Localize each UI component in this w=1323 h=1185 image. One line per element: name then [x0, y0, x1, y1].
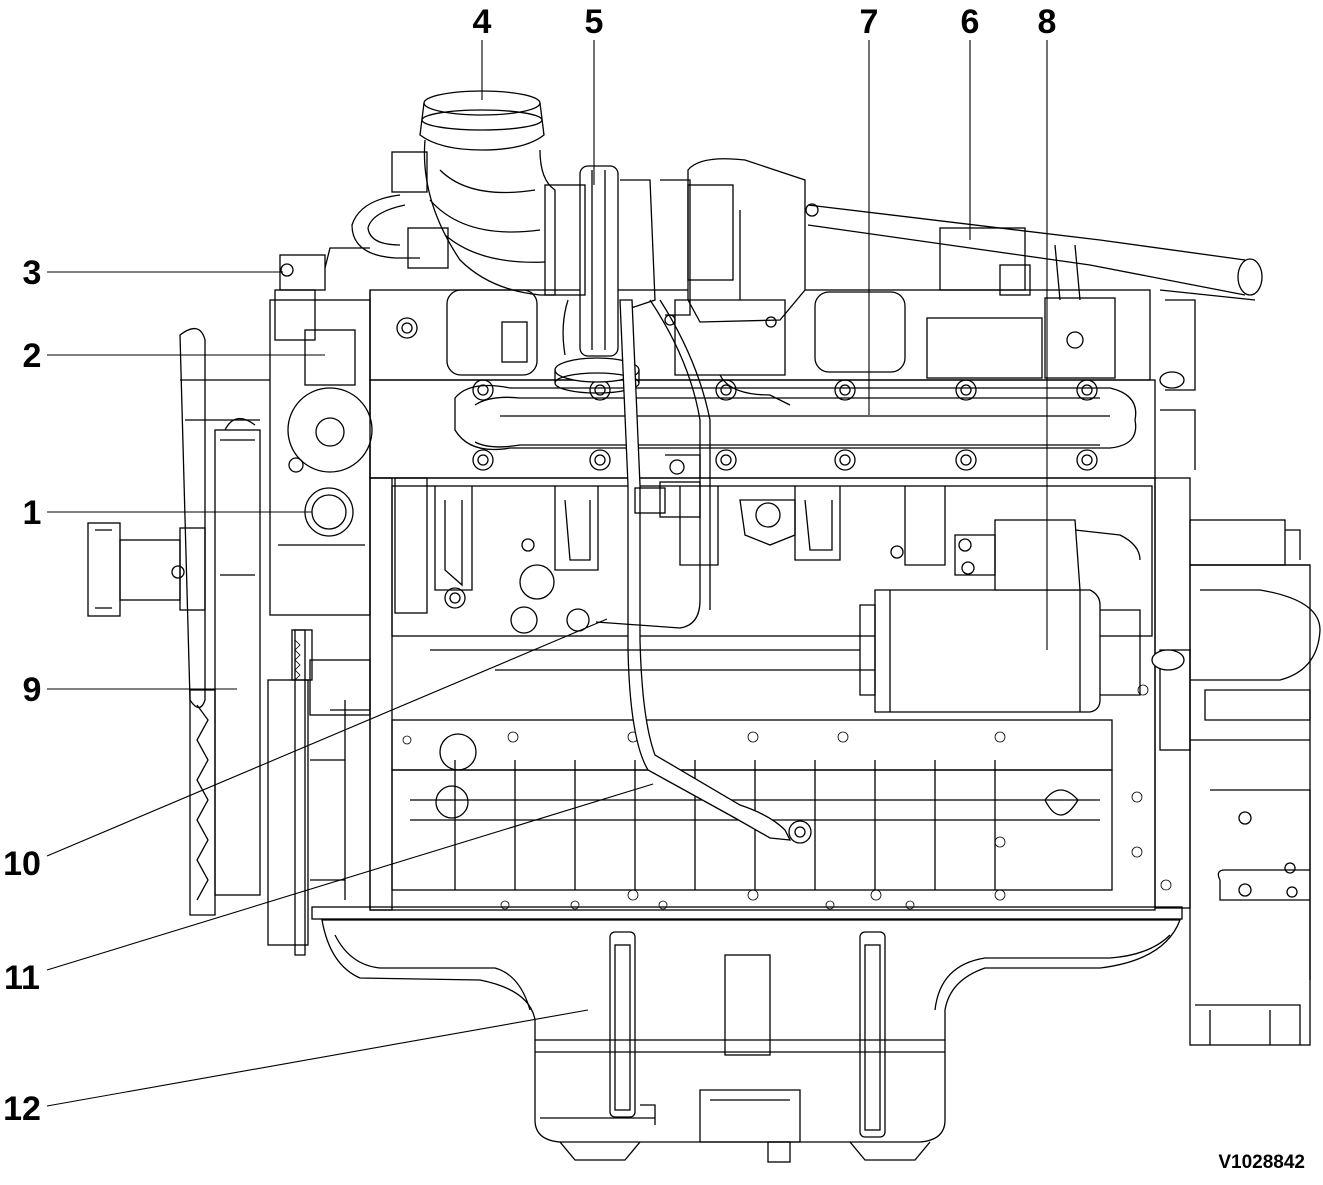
callout-12: 12 [3, 1090, 41, 1128]
callout-5: 5 [585, 3, 604, 41]
front-pulleys [87, 247, 373, 956]
callout-8: 8 [1038, 3, 1057, 41]
leader-10 [46, 618, 608, 857]
callout-11: 11 [4, 959, 40, 997]
air-intake-elbow [351, 90, 556, 296]
callout-labels: 1 2 3 4 5 6 7 8 9 10 11 12 [3, 3, 1056, 1128]
callout-9: 9 [23, 671, 42, 709]
leader-lines [46, 40, 1048, 1107]
callout-4: 4 [473, 3, 492, 41]
leader-12 [46, 1009, 589, 1107]
flywheel-housing [1151, 299, 1321, 1046]
callout-2: 2 [23, 337, 42, 375]
callout-3: 3 [23, 254, 42, 292]
starter-motor [430, 519, 1141, 713]
leader-11 [46, 783, 654, 971]
exhaust-manifold [454, 379, 1137, 471]
turbocharger [544, 158, 819, 406]
callout-1: 1 [23, 494, 42, 532]
callout-7: 7 [860, 3, 879, 41]
callout-6: 6 [961, 3, 980, 41]
heat-shield-pipe [807, 204, 1263, 301]
callout-10: 10 [3, 845, 41, 883]
figure-code: V1028842 [1218, 1152, 1305, 1173]
oil-sump [321, 919, 1181, 1163]
dipstick-tube [566, 299, 812, 844]
